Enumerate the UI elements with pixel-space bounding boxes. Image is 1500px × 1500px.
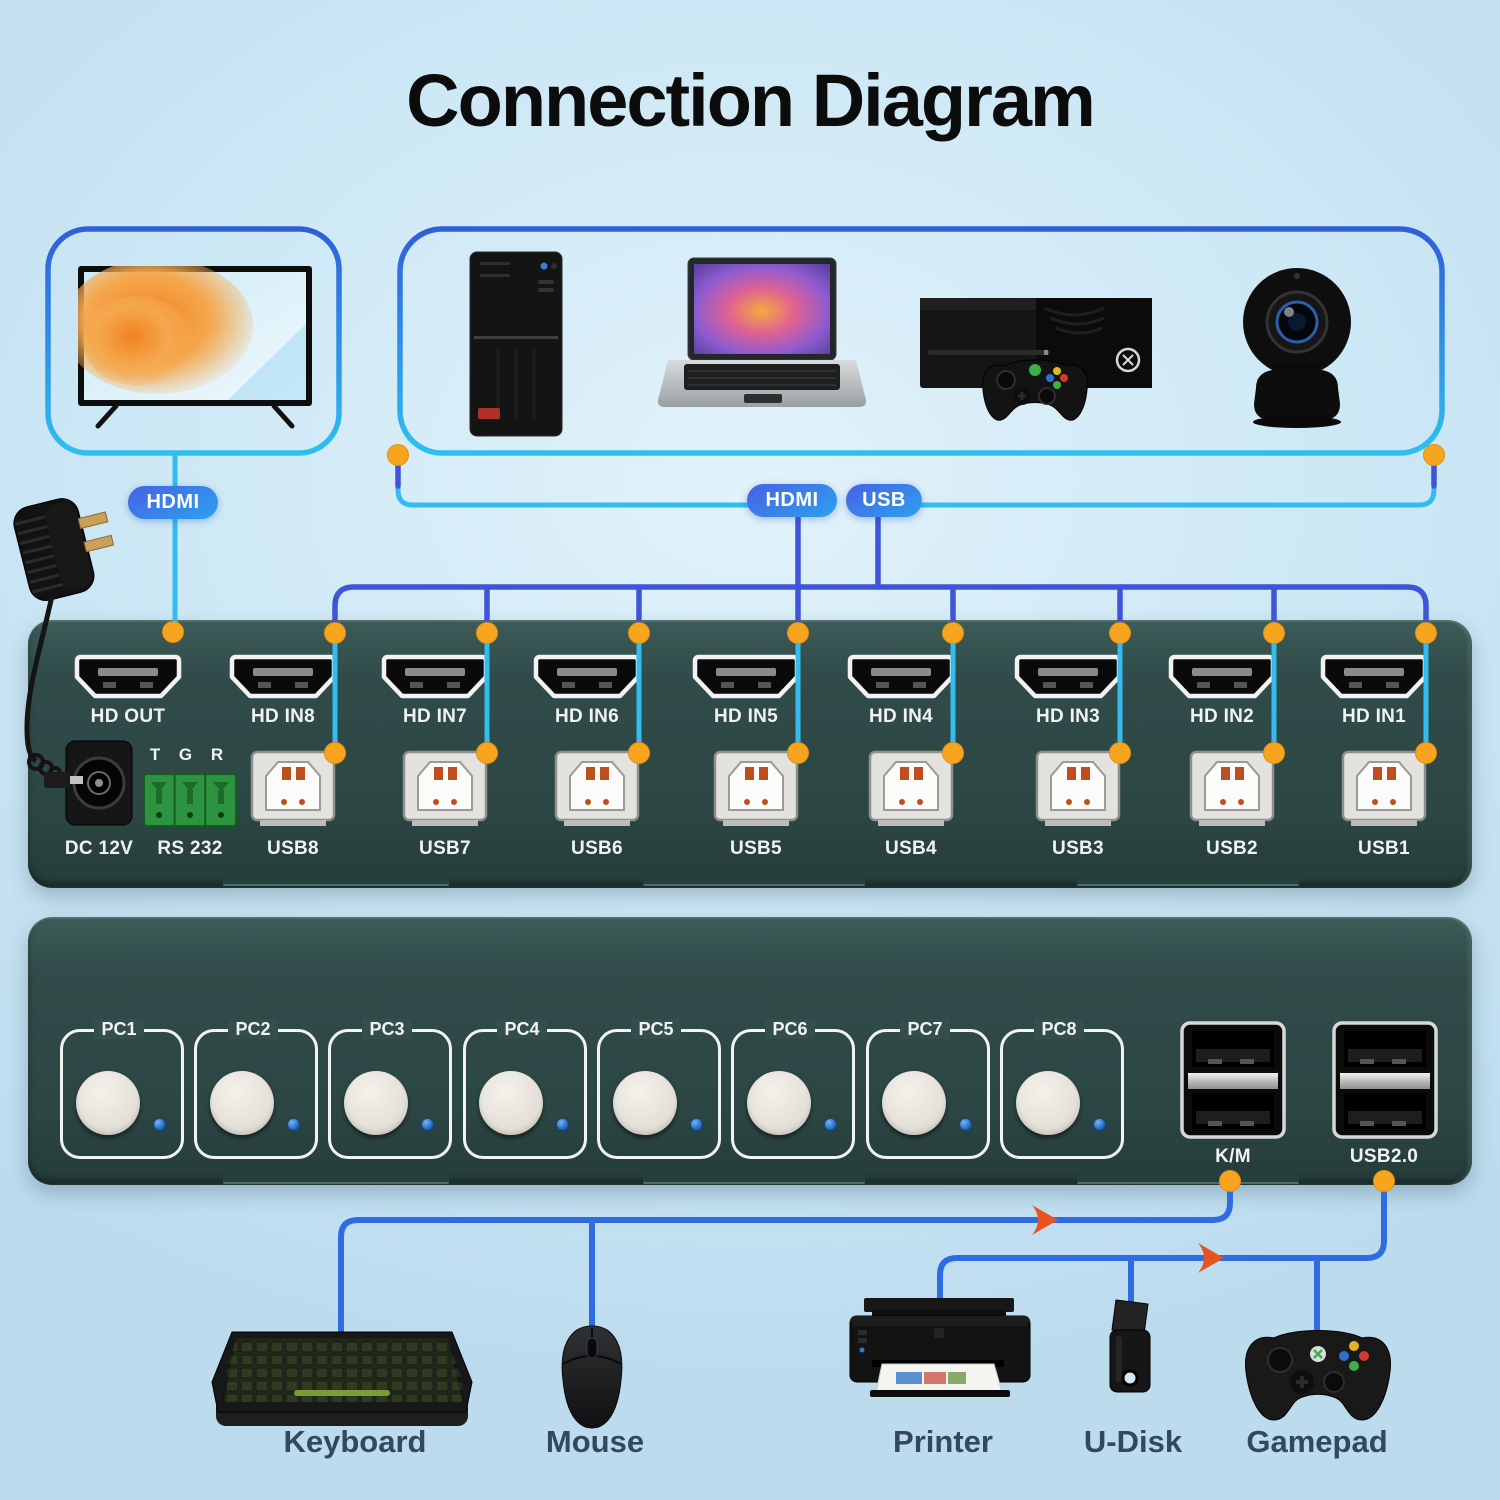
pc3-led <box>422 1119 433 1130</box>
hdmi-in3-port-icon <box>1012 653 1124 701</box>
usb-b-8-port-icon <box>250 750 336 828</box>
pc5-label: PC5 <box>597 1019 715 1040</box>
front-panel-foot <box>643 1175 865 1184</box>
km-port-label: K/M <box>1215 1146 1251 1167</box>
rs232-label: RS 232 <box>157 838 223 859</box>
pc1-led <box>154 1119 165 1130</box>
usb3-label: USB3 <box>1052 838 1104 859</box>
pc3-push-button <box>344 1071 408 1135</box>
pc4-label: PC4 <box>463 1019 581 1040</box>
dc-power-label: DC 12V <box>64 838 134 859</box>
pc3-label: PC3 <box>328 1019 446 1040</box>
gamepad-label: Gamepad <box>1246 1424 1388 1459</box>
pc2-led <box>288 1119 299 1130</box>
rear-panel-foot <box>1077 877 1299 886</box>
page-title: Connection Diagram <box>406 59 1096 142</box>
usb2-label: USB2 <box>1206 838 1258 859</box>
hdmi-in7-label: HD IN7 <box>402 706 468 727</box>
pc5-push-button <box>613 1071 677 1135</box>
u-disk-icon <box>1102 1298 1160 1406</box>
usb20-port-label: USB2.0 <box>1349 1146 1419 1167</box>
laptop-icon <box>656 256 868 416</box>
pc1-push-button <box>76 1071 140 1135</box>
usb6-label: USB6 <box>571 838 623 859</box>
usb-b-6-port-icon <box>554 750 640 828</box>
mouse-icon <box>547 1322 637 1436</box>
flow-arrow <box>1032 1205 1224 1273</box>
pc7-label: PC7 <box>866 1019 984 1040</box>
usb1-label: USB1 <box>1358 838 1410 859</box>
u-disk-label: U-Disk <box>1083 1424 1183 1459</box>
pc6-label: PC6 <box>731 1019 849 1040</box>
desktop-pc-icon <box>468 250 564 440</box>
pc7-led <box>960 1119 971 1130</box>
hdmi-out-label: HD OUT <box>90 706 166 727</box>
pc6-push-button <box>747 1071 811 1135</box>
usb8-label: USB8 <box>267 838 319 859</box>
pc4-push-button <box>479 1071 543 1135</box>
source-usb-pill: USB <box>846 484 922 517</box>
source-hdmi-pill: HDMI <box>747 484 837 517</box>
pc4-led <box>557 1119 568 1130</box>
front-panel-foot <box>223 1175 449 1184</box>
usb-b-4-port-icon <box>868 750 954 828</box>
usb4-label: USB4 <box>885 838 937 859</box>
tv-icon <box>78 266 312 432</box>
hdmi-in4-label: HD IN4 <box>868 706 934 727</box>
rear-panel-foot <box>643 877 865 886</box>
hdmi-in8-label: HD IN8 <box>250 706 316 727</box>
usb5-label: USB5 <box>730 838 782 859</box>
ptz-camera-icon <box>1226 258 1368 430</box>
hdmi-in6-port-icon <box>531 653 643 701</box>
pc8-led <box>1094 1119 1105 1130</box>
game-console-icon <box>912 290 1160 436</box>
pc8-label: PC8 <box>1000 1019 1118 1040</box>
front-panel-foot <box>1077 1175 1299 1184</box>
usb20-port-icon <box>1330 1021 1440 1141</box>
pc2-label: PC2 <box>194 1019 312 1040</box>
serial-pin-labels: T G R <box>149 745 231 764</box>
rear-panel-foot <box>223 877 449 886</box>
printer-label: Printer <box>893 1424 993 1459</box>
keyboard-icon <box>210 1328 474 1432</box>
pc6-led <box>825 1119 836 1130</box>
keyboard-label: Keyboard <box>283 1424 427 1459</box>
km-usb-port-icon <box>1178 1021 1288 1141</box>
usb-b-5-port-icon <box>713 750 799 828</box>
hdmi-in8-port-icon <box>227 653 339 701</box>
pc5-led <box>691 1119 702 1130</box>
hdmi-in5-label: HD IN5 <box>713 706 779 727</box>
usb-b-3-port-icon <box>1035 750 1121 828</box>
hdmi-in1-label: HD IN1 <box>1341 706 1407 727</box>
usb-b-2-port-icon <box>1189 750 1275 828</box>
rs232-terminal-icon <box>143 770 237 828</box>
hdmi-in3-label: HD IN3 <box>1035 706 1101 727</box>
printer-icon <box>846 1296 1034 1408</box>
hdmi-out-port-icon <box>72 653 184 701</box>
hdmi-in6-label: HD IN6 <box>554 706 620 727</box>
hdmi-in1-port-icon <box>1318 653 1430 701</box>
pc2-push-button <box>210 1071 274 1135</box>
mouse-label: Mouse <box>545 1424 645 1459</box>
dc-power-jack-icon <box>65 740 133 826</box>
hdmi-in7-port-icon <box>379 653 491 701</box>
usb7-label: USB7 <box>419 838 471 859</box>
pc8-push-button <box>1016 1071 1080 1135</box>
gamepad-icon <box>1242 1326 1394 1428</box>
usb-b-7-port-icon <box>402 750 488 828</box>
hdmi-in2-port-icon <box>1166 653 1278 701</box>
tv-hdmi-pill: HDMI <box>128 486 218 519</box>
usb-b-1-port-icon <box>1341 750 1427 828</box>
pc7-push-button <box>882 1071 946 1135</box>
hdmi-in5-port-icon <box>690 653 802 701</box>
power-adapter-icon <box>6 482 130 608</box>
pc1-label: PC1 <box>60 1019 178 1040</box>
hdmi-in4-port-icon <box>845 653 957 701</box>
hdmi-in2-label: HD IN2 <box>1189 706 1255 727</box>
